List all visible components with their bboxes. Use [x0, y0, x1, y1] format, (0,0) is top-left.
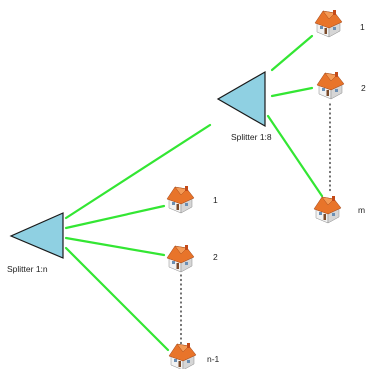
house-icon	[166, 244, 195, 273]
fiber-line-main-to-house-1	[64, 204, 166, 230]
fiber-line-secondary-to-house-2	[270, 86, 314, 98]
fiber-line-secondary-to-house-1	[270, 34, 314, 72]
house-label-main-2: 2	[213, 252, 218, 262]
house-icon	[314, 9, 343, 38]
house-icon	[166, 185, 195, 214]
house-icon	[313, 195, 342, 224]
splitter-1-8-label: Splitter 1:8	[231, 132, 272, 142]
house-label-main-n-1: n-1	[207, 354, 220, 364]
fiber-line-main-to-house-n-1	[64, 246, 170, 352]
house-icon	[316, 71, 345, 100]
house-label-secondary-m: m	[358, 205, 365, 215]
fiber-line-main-to-house-2	[64, 236, 166, 257]
splitter-1-n-icon	[9, 212, 64, 259]
splitter-1-8-icon	[216, 70, 266, 128]
house-icon	[168, 342, 197, 371]
house-label-secondary-2: 2	[361, 83, 366, 93]
fiber-line-secondary-to-house-m	[266, 114, 324, 198]
house-label-secondary-1: 1	[360, 22, 365, 32]
splitter-1-n-label: Splitter 1:n	[7, 264, 48, 274]
fiber-line-main-to-splitter-1-8	[64, 123, 212, 220]
house-label-main-1: 1	[213, 195, 218, 205]
